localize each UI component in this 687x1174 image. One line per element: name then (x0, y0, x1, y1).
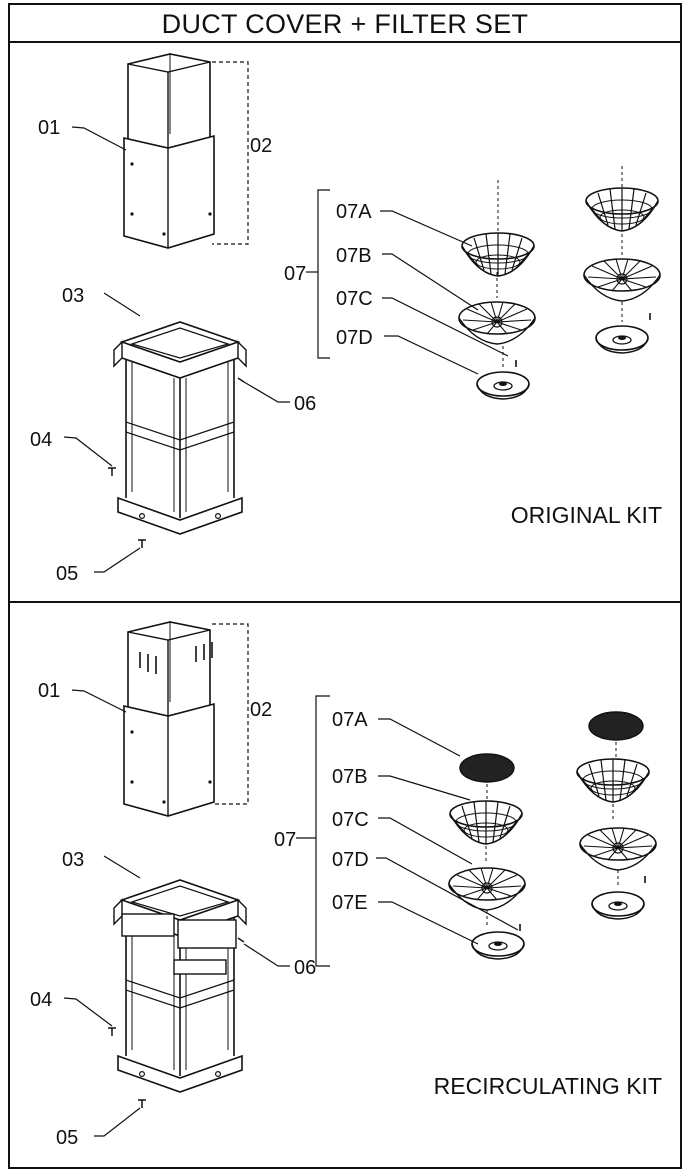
label-03: 03 (62, 285, 84, 307)
label-06: 06 (294, 957, 316, 979)
label-07c: 07C (332, 809, 369, 831)
screw-icon (237, 937, 245, 943)
label-01: 01 (38, 117, 60, 139)
label-07d: 07D (336, 327, 373, 349)
label-01: 01 (38, 680, 60, 702)
label-07a: 07A (336, 201, 372, 223)
screw-icon (108, 467, 116, 476)
label-07a: 07A (332, 709, 368, 731)
label-02: 02 (250, 135, 272, 157)
label-07: 07 (284, 263, 306, 285)
label-07: 07 (274, 829, 296, 851)
section-original-kit: 01 02 03 04 05 06 07 07A 07B 07C 07D ORI… (30, 53, 662, 585)
screw-icon (237, 377, 245, 383)
kit-name-original: ORIGINAL KIT (511, 502, 662, 528)
label-05: 05 (56, 1127, 78, 1149)
label-04: 04 (30, 429, 52, 451)
filter-stack-left (448, 753, 526, 960)
label-03: 03 (62, 849, 84, 871)
screw-icon (138, 539, 146, 548)
section-recirculating-kit: 01 02 03 04 05 06 07 07A 07B 07C 07D 07E… (30, 621, 662, 1149)
label-06: 06 (294, 393, 316, 415)
label-07b: 07B (336, 245, 372, 267)
section-divider (10, 601, 680, 603)
label-07b: 07B (332, 766, 368, 788)
screw-icon (138, 1099, 146, 1108)
label-05: 05 (56, 563, 78, 585)
page-title: DUCT COVER + FILTER SET (10, 5, 680, 43)
diagram-frame: DUCT COVER + FILTER SET (8, 3, 682, 1169)
label-02: 02 (250, 699, 272, 721)
duct-cover-part (123, 53, 215, 249)
label-07c: 07C (336, 288, 373, 310)
part-02-guide (212, 623, 249, 805)
filter-stack-right (576, 711, 657, 920)
screw-icon (108, 1027, 116, 1036)
part-02-guide (212, 61, 249, 245)
mounting-frame-part (113, 879, 247, 1093)
duct-cover-part (123, 621, 215, 817)
label-04: 04 (30, 989, 52, 1011)
leader-lines (63, 126, 509, 573)
filter-stack-left (458, 180, 536, 400)
label-07e: 07E (332, 892, 368, 914)
label-07d: 07D (332, 849, 369, 871)
kit-name-recirculating: RECIRCULATING KIT (434, 1073, 662, 1099)
filter-stack-right (583, 166, 661, 354)
mounting-frame-part (113, 321, 247, 535)
